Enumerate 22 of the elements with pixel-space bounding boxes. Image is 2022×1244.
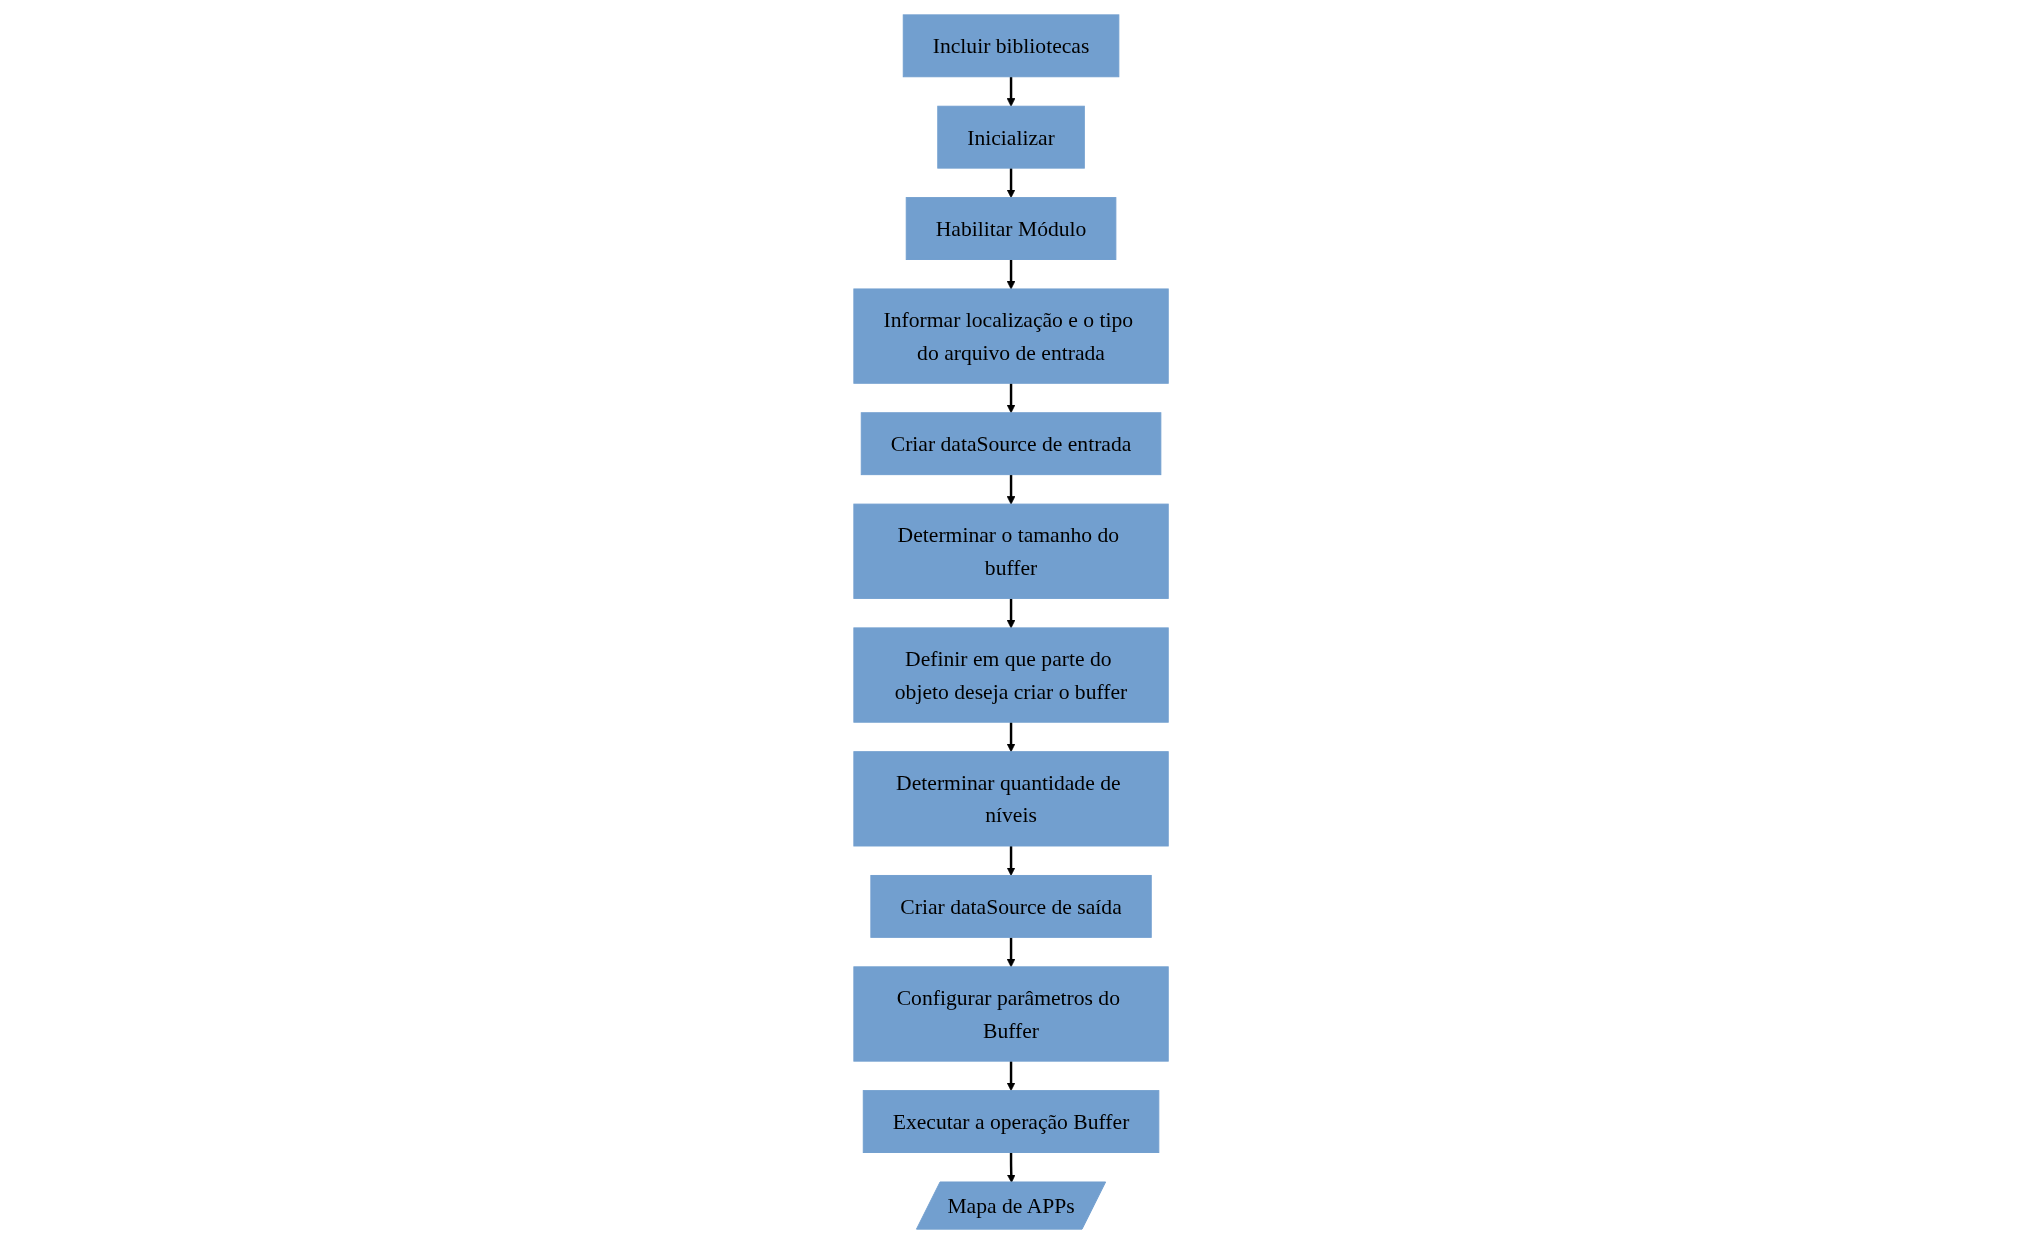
arrow (1006, 846, 1016, 876)
arrow (1006, 383, 1016, 414)
node-box: Habilitar Módulo (905, 197, 1117, 260)
node-box: Incluir bibliotecas (902, 14, 1120, 78)
arrow (1006, 76, 1016, 107)
node-box: Inicializar (937, 105, 1085, 169)
arrow (1006, 259, 1016, 290)
node-box: Definir em que parte do objeto deseja criar o buffer (853, 627, 1169, 723)
arrow (1006, 474, 1016, 505)
node-box: Criar dataSource de entrada (860, 412, 1162, 476)
arrow (1006, 1152, 1016, 1183)
arrow (1006, 1061, 1016, 1091)
node-box: Informar localização e o tipo do arquivo de entrada (853, 288, 1169, 384)
node-box: Executar a operação Buffer (862, 1090, 1160, 1153)
node-box: Configurar parâmetros do Buffer (853, 966, 1169, 1062)
arrow (1006, 598, 1016, 629)
arrow (1006, 168, 1016, 198)
node-box: Criar dataSource de saída (870, 874, 1152, 938)
node-box: Determinar quantidade de níveis (853, 751, 1169, 847)
node-box: Determinar o tamanho do buffer (853, 503, 1169, 599)
arrow (1006, 722, 1016, 753)
arrow (1006, 937, 1016, 968)
